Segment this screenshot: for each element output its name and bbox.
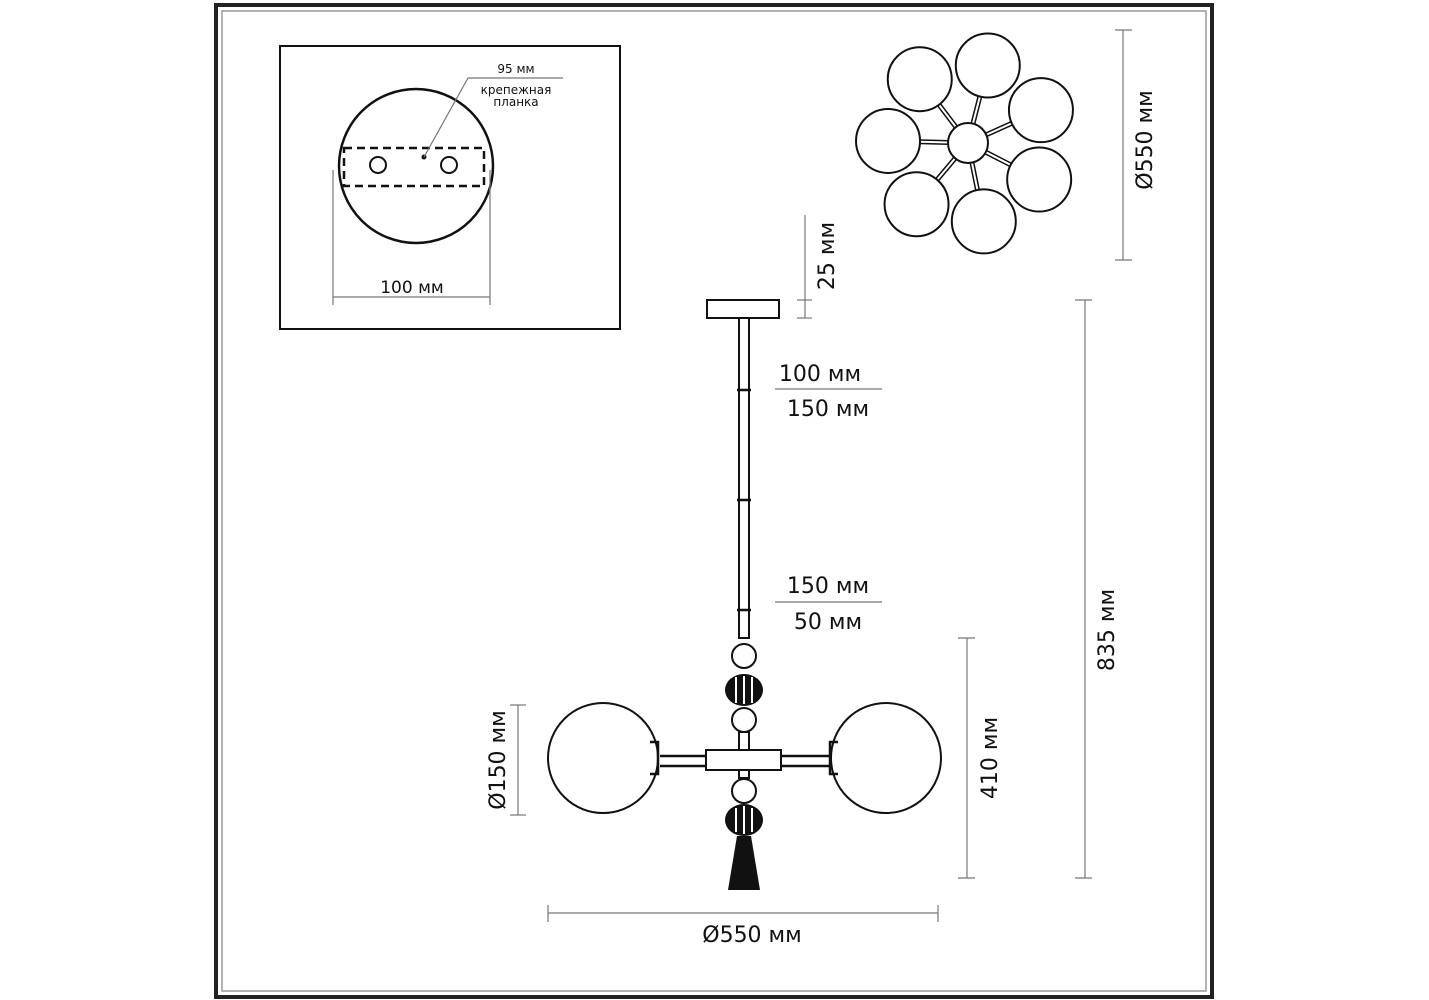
globe-left: [547, 702, 659, 814]
canopy-height-label: 25 мм: [815, 222, 840, 290]
plate-label-line1: крепежная: [481, 83, 552, 97]
globe: [1006, 146, 1073, 213]
globe: [886, 46, 953, 113]
globe: [855, 107, 922, 174]
screw-hole: [440, 156, 458, 174]
globe: [950, 188, 1017, 255]
width-label: Ø550 мм: [702, 923, 802, 948]
crossbar: [705, 749, 782, 771]
globe-diameter-label: Ø150 мм: [486, 710, 511, 810]
side-view: [547, 299, 942, 890]
mount-inset: 95 мм крепежная планка 100 мм: [279, 45, 621, 330]
globe: [883, 171, 950, 238]
rod: [738, 317, 750, 639]
decor-ball: [731, 707, 757, 733]
top-view: [855, 32, 1074, 255]
mounting-plate: [342, 146, 486, 188]
globe: [1007, 77, 1074, 144]
decor-ball: [731, 643, 757, 669]
screw-hole: [369, 156, 387, 174]
canopy-circle: [337, 87, 495, 245]
decor-ball: [731, 778, 757, 804]
inner-frame: [221, 10, 1207, 992]
plate-label-line2: планка: [493, 95, 538, 109]
rod-1-b-label: 150 мм: [787, 397, 869, 422]
canopy-diameter-label: 100 мм: [380, 278, 444, 298]
globe: [954, 32, 1021, 99]
rod-1-a-label: 100 мм: [779, 362, 861, 387]
top-diameter-label: Ø550 мм: [1133, 90, 1158, 190]
center-hub: [947, 122, 989, 164]
body-height-label: 410 мм: [978, 717, 1003, 799]
rod-2-b-label: 50 мм: [794, 610, 862, 635]
total-height-label: 835 мм: [1095, 589, 1120, 671]
rod-2-a-label: 150 мм: [787, 574, 869, 599]
canopy: [706, 299, 780, 319]
plate-width-label: 95 мм: [497, 62, 534, 76]
leader-line: [423, 77, 563, 158]
globe-right: [830, 702, 942, 814]
tassel: [728, 836, 760, 890]
outer-frame: [214, 3, 1214, 999]
